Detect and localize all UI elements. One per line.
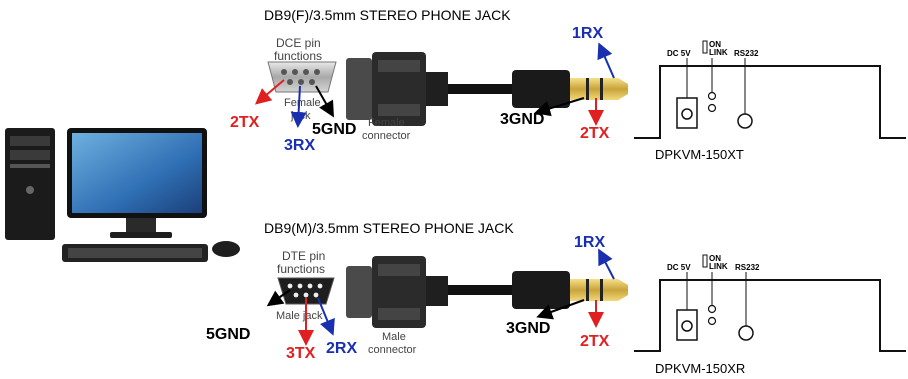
bottom-device-panel <box>634 254 906 352</box>
top-connector-label-2: connector <box>362 130 411 142</box>
bottom-pin-rx: 2RX <box>326 340 357 357</box>
bottom-plug-gnd: 3GND <box>506 320 550 337</box>
top-pin-tx: 2TX <box>230 114 260 131</box>
top-db9-female-face <box>267 61 337 93</box>
top-device-rs232: RS232 <box>734 49 759 58</box>
top-plug-rx-arrow <box>597 42 615 79</box>
bottom-connector-label-2: connector <box>368 344 417 356</box>
bottom-rx-arrow <box>317 297 335 336</box>
top-connector-label-1: Female <box>368 117 405 129</box>
bottom-jack-label-1: Male jack <box>276 310 323 322</box>
bottom-plug-tx: 2TX <box>580 333 610 350</box>
top-pin-caption-2: functions <box>274 49 322 63</box>
top-plug-gnd: 3GND <box>500 111 544 128</box>
bottom-device-on: ON <box>709 254 721 263</box>
computer-illustration <box>5 128 240 262</box>
top-stereo-plug <box>484 70 628 108</box>
bottom-pin-gnd: 5GND <box>206 326 250 343</box>
top-pin-rx: 3RX <box>284 137 315 154</box>
top-device-dc: DC 5V <box>667 49 691 58</box>
bottom-device-link: LINK <box>709 262 728 271</box>
top-tx-arrow <box>254 79 285 105</box>
top-pin-gnd: 5GND <box>312 121 356 138</box>
bottom-title: DB9(M)/3.5mm STEREO PHONE JACK <box>264 220 514 236</box>
bottom-pin-caption-2: functions <box>277 262 325 276</box>
top-rx-arrow <box>290 85 307 128</box>
top-plug-rx: 1RX <box>572 25 603 42</box>
bottom-connector-label-1: Male <box>382 331 406 343</box>
top-plug-gnd-arrow <box>534 97 585 117</box>
bottom-plug-rx: 1RX <box>574 234 605 251</box>
bottom-plug-gnd-arrow <box>536 299 585 320</box>
top-db9-connector <box>346 52 498 126</box>
top-device-panel <box>634 40 906 139</box>
mouse <box>212 241 240 257</box>
bottom-gnd-arrow <box>266 289 291 307</box>
bottom-stereo-plug <box>484 271 628 309</box>
top-title: DB9(F)/3.5mm STEREO PHONE JACK <box>264 7 511 23</box>
bottom-db9-connector <box>346 256 498 328</box>
top-jack-label-1: Female <box>284 97 321 109</box>
bottom-device-rs232: RS232 <box>735 263 760 272</box>
bottom-plug-rx-arrow <box>598 248 615 280</box>
top-pin-caption-1: DCE pin <box>276 36 321 50</box>
top-gnd-arrow <box>315 85 334 118</box>
bottom-pin-tx: 3TX <box>286 345 316 362</box>
top-device-model: DPKVM-150XT <box>655 147 744 162</box>
bottom-device-dc: DC 5V <box>667 263 691 272</box>
top-jack-label-2: jack <box>290 110 311 122</box>
bottom-db9-male-face <box>277 277 335 305</box>
bottom-pin-caption-1: DTE pin <box>282 249 325 263</box>
bottom-device-model: DPKVM-150XR <box>655 361 745 376</box>
top-device-on: ON <box>709 40 721 49</box>
top-plug-tx: 2TX <box>580 125 610 142</box>
top-device-link: LINK <box>709 48 728 57</box>
